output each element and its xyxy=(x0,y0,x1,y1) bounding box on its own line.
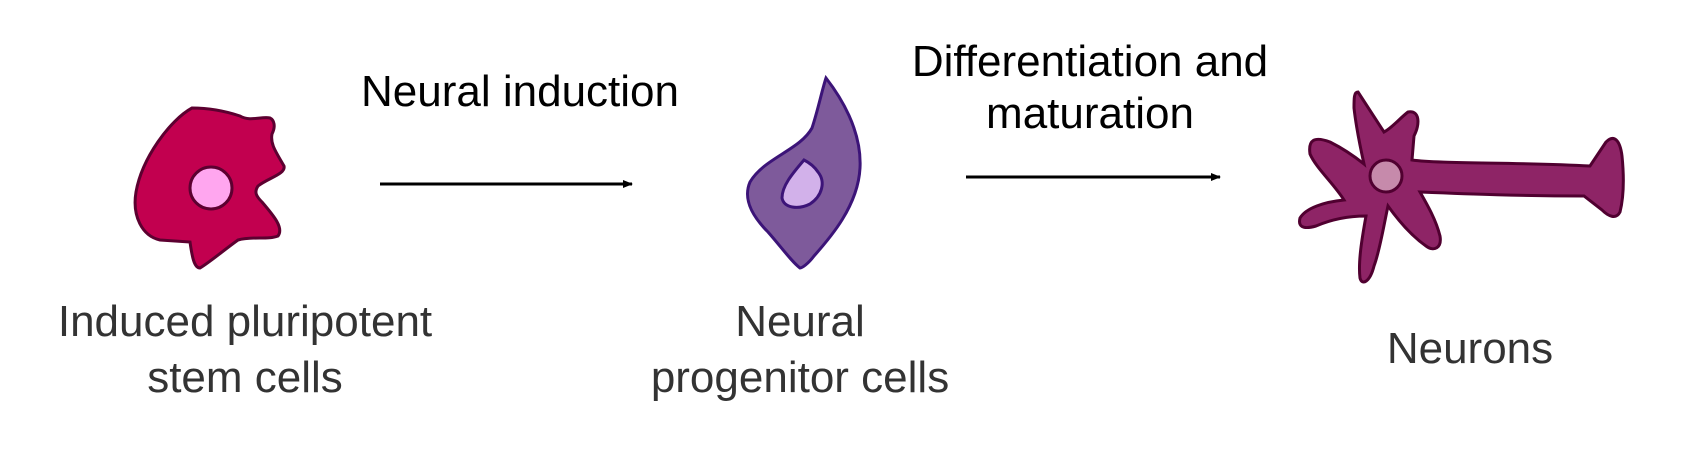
differentiation-label-line-2: maturation xyxy=(986,89,1194,138)
npc-nucleus xyxy=(780,158,824,209)
neural-induction-label: Neural induction xyxy=(300,66,740,118)
npc-cell-icon xyxy=(745,74,862,270)
ipsc-cell-icon xyxy=(133,106,286,270)
neurons-label: Neurons xyxy=(1270,321,1670,377)
npc-label-line-2: progenitor cells xyxy=(650,353,950,402)
neuron-cell-body xyxy=(1298,90,1625,284)
npc-label-line-1: Neural xyxy=(735,297,865,346)
neuron-cell-icon xyxy=(1298,90,1625,284)
neurons-label-line-1: Neurons xyxy=(1386,324,1554,373)
differentiation-label-line-1: Differentiation and xyxy=(911,37,1269,86)
differentiation-label: Differentiation and maturation xyxy=(860,36,1320,140)
ipsc-label: Induced pluripotent stem cells xyxy=(10,294,480,406)
neural-induction-label-line-1: Neural induction xyxy=(361,67,679,116)
ipsc-label-line-2: stem cells xyxy=(147,353,343,402)
neuron-nucleus xyxy=(1368,158,1404,194)
npc-label: Neural progenitor cells xyxy=(590,294,1010,406)
ipsc-nucleus xyxy=(188,165,234,211)
ipsc-label-line-1: Induced pluripotent xyxy=(57,297,433,346)
